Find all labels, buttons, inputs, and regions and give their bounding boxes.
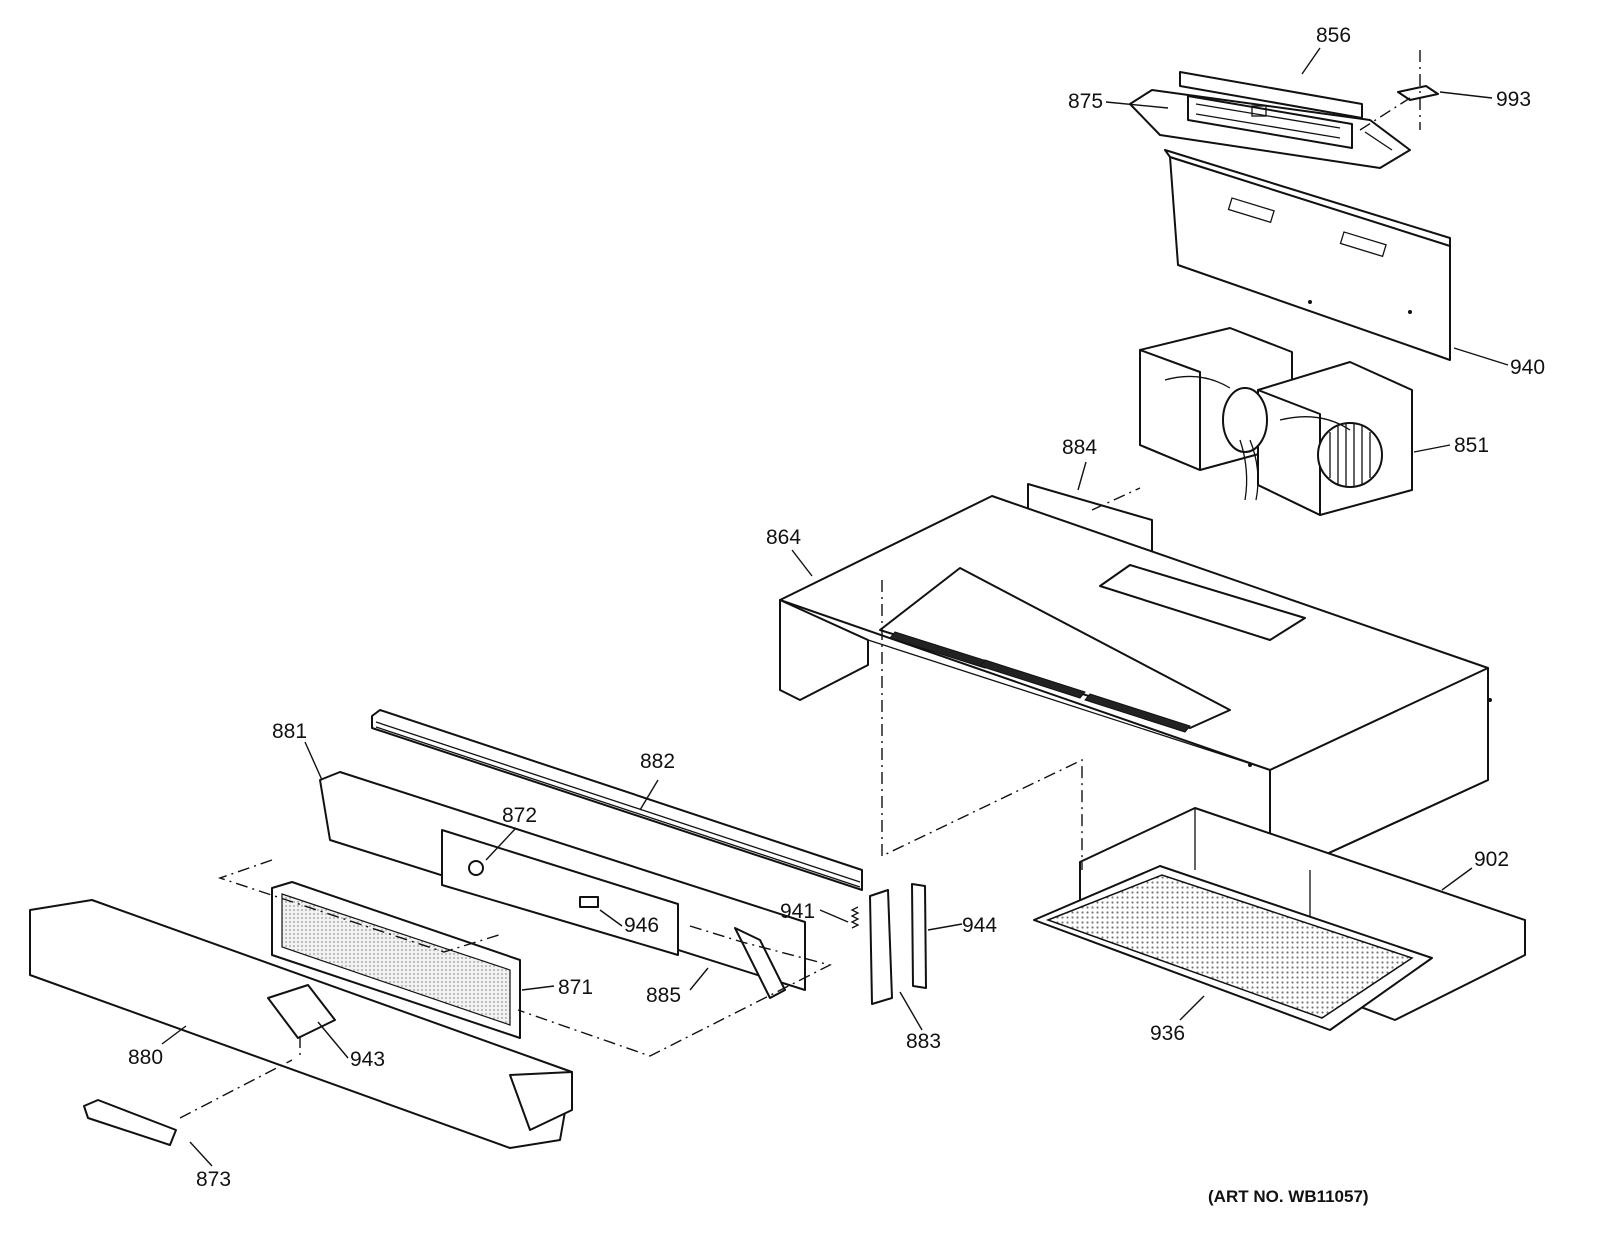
label-880: 880	[128, 1046, 163, 1069]
label-872: 872	[502, 804, 537, 827]
back-panel-940	[1164, 149, 1451, 361]
label-993: 993	[1496, 88, 1531, 111]
label-864: 864	[766, 526, 801, 549]
assembly-lines	[179, 97, 1411, 1119]
label-943: 943	[350, 1048, 385, 1071]
housing-864	[779, 495, 1492, 881]
label-851: 851	[1454, 434, 1489, 457]
art-number: (ART NO. WB11057)	[1208, 1187, 1369, 1206]
label-882: 882	[640, 750, 675, 773]
label-873: 873	[196, 1168, 231, 1191]
label-881: 881	[272, 720, 307, 743]
filter-871	[271, 881, 521, 1039]
blower-assembly-851	[1139, 327, 1413, 516]
label-902: 902	[1474, 848, 1509, 871]
label-856: 856	[1316, 24, 1351, 47]
rail-882	[371, 709, 863, 891]
label-941: 941	[780, 900, 815, 923]
label-883: 883	[906, 1030, 941, 1053]
label-875: 875	[1068, 90, 1103, 113]
label-946: 946	[624, 914, 659, 937]
leader-lines	[161, 47, 1509, 1167]
handle-873	[83, 1099, 177, 1146]
label-944: 944	[962, 914, 997, 937]
label-885: 885	[646, 984, 681, 1007]
label-884: 884	[1062, 436, 1097, 459]
label-940: 940	[1510, 356, 1545, 379]
label-936: 936	[1150, 1022, 1185, 1045]
bracket-993	[1397, 50, 1439, 130]
label-871: 871	[558, 976, 593, 999]
front-panel-880	[29, 899, 573, 1149]
damper-assembly-875	[1129, 71, 1411, 169]
grease-filter-936	[1033, 865, 1433, 1031]
part-labels: 856 875 993 940 851 884 864 881 882 872 …	[128, 24, 1545, 1206]
